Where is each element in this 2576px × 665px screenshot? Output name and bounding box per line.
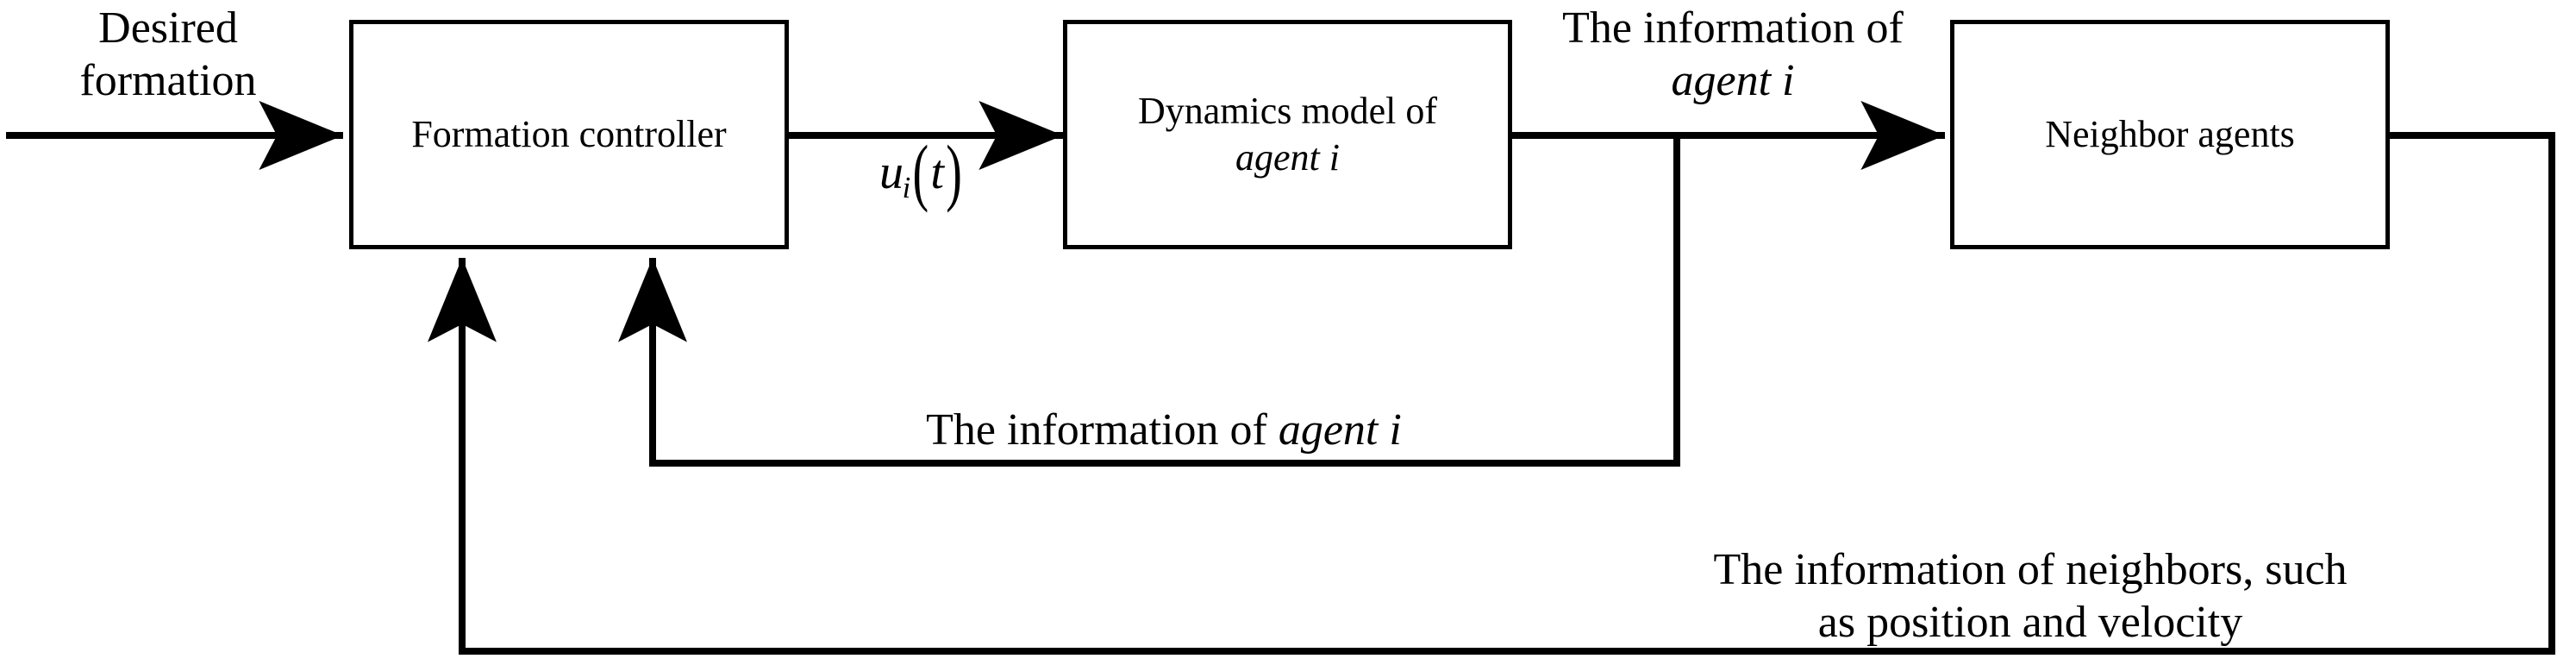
label-control-signal: ui(t)	[879, 135, 964, 210]
control-signal-base: u	[879, 146, 903, 199]
connector-neighbor-info-feedback	[428, 132, 2555, 655]
block-neighbor-agents[interactable]: Neighbor agents	[1950, 20, 2390, 249]
control-signal-arg: t	[930, 146, 944, 199]
control-signal-open-paren: (	[912, 130, 929, 215]
control-signal-close-paren: )	[946, 130, 962, 215]
connector-agent-info-feedback	[618, 135, 1680, 467]
block-formation-controller[interactable]: Formation controller	[349, 20, 789, 249]
block-neighbor-agents-label: Neighbor agents	[2045, 113, 2295, 156]
block-formation-controller-label: Formation controller	[411, 113, 727, 156]
label-agent-info-feedback: The information of agent i	[926, 405, 1402, 455]
control-signal-subscript: i	[902, 171, 911, 205]
